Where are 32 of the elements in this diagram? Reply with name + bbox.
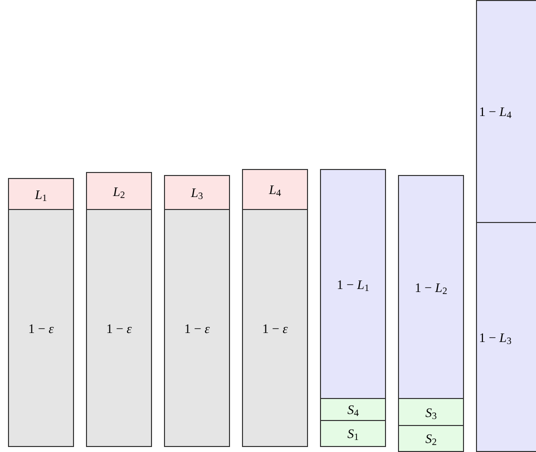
bar-segment [242, 209, 308, 447]
math-label: S$_{1}$ [347, 427, 359, 440]
math-label: S$_{2}$ [425, 432, 437, 445]
bar-segment [476, 222, 536, 452]
bar-segment [398, 175, 464, 399]
bar-segment [320, 398, 386, 421]
math-label: 1 − L$_{4}$ [479, 105, 512, 118]
math-label: 1 − L$_{2}$ [414, 280, 448, 294]
bar-segment [476, 0, 536, 223]
bar-segment [86, 209, 152, 447]
header-block [8, 178, 74, 210]
math-label: S$_{4}$ [347, 403, 359, 416]
math-label: L$_{1}$ [34, 188, 48, 200]
math-label: S$_{3}$ [425, 406, 437, 418]
bar-segment [320, 420, 386, 447]
header-block [164, 175, 230, 210]
bar-segment [8, 209, 74, 447]
math-label: L$_{3}$ [190, 186, 204, 199]
math-label: 1 − ε [184, 322, 210, 334]
bar-segment [164, 209, 230, 447]
bar-segment [398, 398, 464, 426]
header-block [242, 169, 308, 210]
bar-segment [320, 169, 386, 399]
math-label: L$_{4}$ [268, 183, 282, 196]
math-label: 1 − L$_{3}$ [479, 330, 512, 344]
math-label: 1 − ε [28, 322, 54, 334]
math-label: 1 − ε [106, 322, 132, 334]
header-block [86, 172, 152, 210]
bar-segment [398, 425, 464, 452]
math-label: 1 − ε [262, 322, 288, 334]
math-label: L$_{2}$ [112, 184, 126, 198]
math-label: 1 − L$_{1}$ [336, 278, 370, 290]
